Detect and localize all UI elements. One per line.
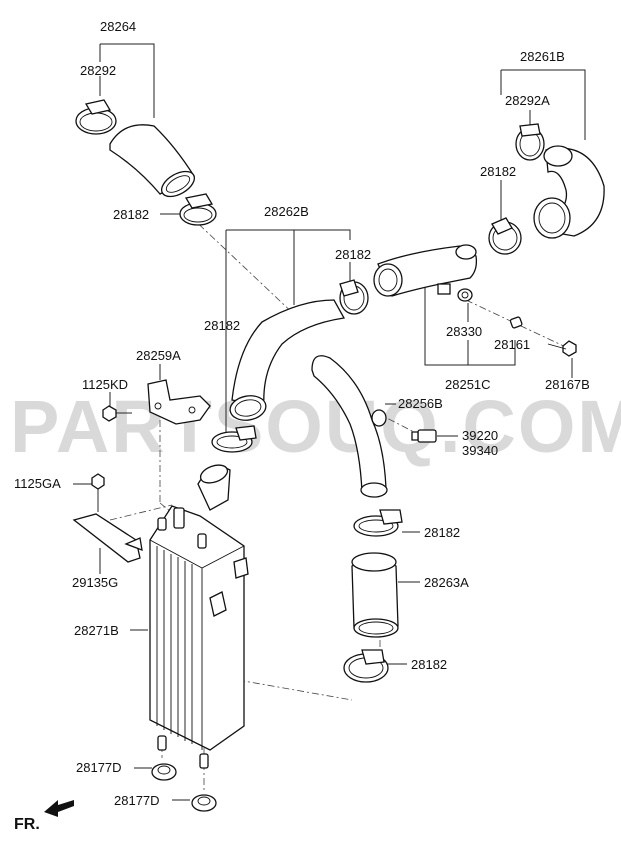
hose-clamp-28182-e <box>353 509 403 537</box>
front-direction-indicator: FR. <box>14 800 74 833</box>
label-28264: 28264 <box>100 19 136 34</box>
air-guide-29135G <box>72 513 143 563</box>
leader-lines <box>73 43 586 801</box>
hose-clamp-28182-a <box>179 193 217 226</box>
label-28263A: 28263A <box>424 575 469 590</box>
label-28182-d: 28182 <box>480 164 516 179</box>
label-28292: 28292 <box>80 63 116 78</box>
bolt-1125KD <box>102 405 132 422</box>
label-28251C: 28251C <box>445 377 491 392</box>
hose-clamp-28292 <box>75 99 117 135</box>
hose-28262B <box>229 299 346 421</box>
label-39340: 39340 <box>462 443 498 458</box>
label-28177D-b: 28177D <box>114 793 160 808</box>
label-28261B: 28261B <box>520 49 565 64</box>
label-28256B: 28256B <box>398 396 443 411</box>
bracket-28259A <box>147 379 211 425</box>
label-1125GA: 1125GA <box>14 476 61 491</box>
label-39220: 39220 <box>462 428 498 443</box>
label-28292A: 28292A <box>505 93 550 108</box>
bolt-28167B <box>547 340 577 357</box>
bolt-1125GA <box>91 473 105 512</box>
part-labels: 28264 28292 28182 28262B 28182 28182 282… <box>14 19 590 808</box>
front-direction-label: FR. <box>14 816 40 833</box>
label-1125KD: 1125KD <box>82 377 128 392</box>
watermark: PARTSOUQ.COM <box>10 385 621 468</box>
hose-clamp-28292A <box>515 123 545 161</box>
label-28182-e: 28182 <box>424 525 460 540</box>
sensor-39220 <box>411 429 437 443</box>
pipe-28251C <box>373 244 478 297</box>
hose-clamp-28182-f <box>343 649 389 683</box>
rubber-mount-28177D-b <box>191 794 217 812</box>
hose-clamp-28182-d <box>488 217 522 255</box>
hose-clamp-28182-b <box>339 279 369 315</box>
collar-28161 <box>509 316 523 329</box>
intercooler-fins <box>156 546 193 744</box>
label-28182-b: 28182 <box>335 247 371 262</box>
hose-clamp-28182-c <box>211 425 257 453</box>
rubber-mount-28177D-a <box>151 763 177 781</box>
pipe-28256B <box>311 355 388 498</box>
label-28182-c: 28182 <box>204 318 240 333</box>
label-28177D-a: 28177D <box>76 760 122 775</box>
hose-28263A <box>351 552 399 638</box>
label-28182-f: 28182 <box>411 657 447 672</box>
label-28271B: 28271B <box>74 623 119 638</box>
label-28330: 28330 <box>446 324 482 339</box>
label-29135G: 29135G <box>72 575 118 590</box>
label-28182-a: 28182 <box>113 207 149 222</box>
label-28161: 28161 <box>494 337 530 352</box>
hose-28264 <box>109 124 196 198</box>
intercooler-28271B <box>149 464 249 769</box>
grommet-28330 <box>457 288 473 302</box>
label-28167B: 28167B <box>545 377 590 392</box>
hose-28261B <box>533 145 605 239</box>
front-arrow-icon <box>44 800 74 817</box>
label-28262B: 28262B <box>264 204 309 219</box>
label-28259A: 28259A <box>136 348 181 363</box>
